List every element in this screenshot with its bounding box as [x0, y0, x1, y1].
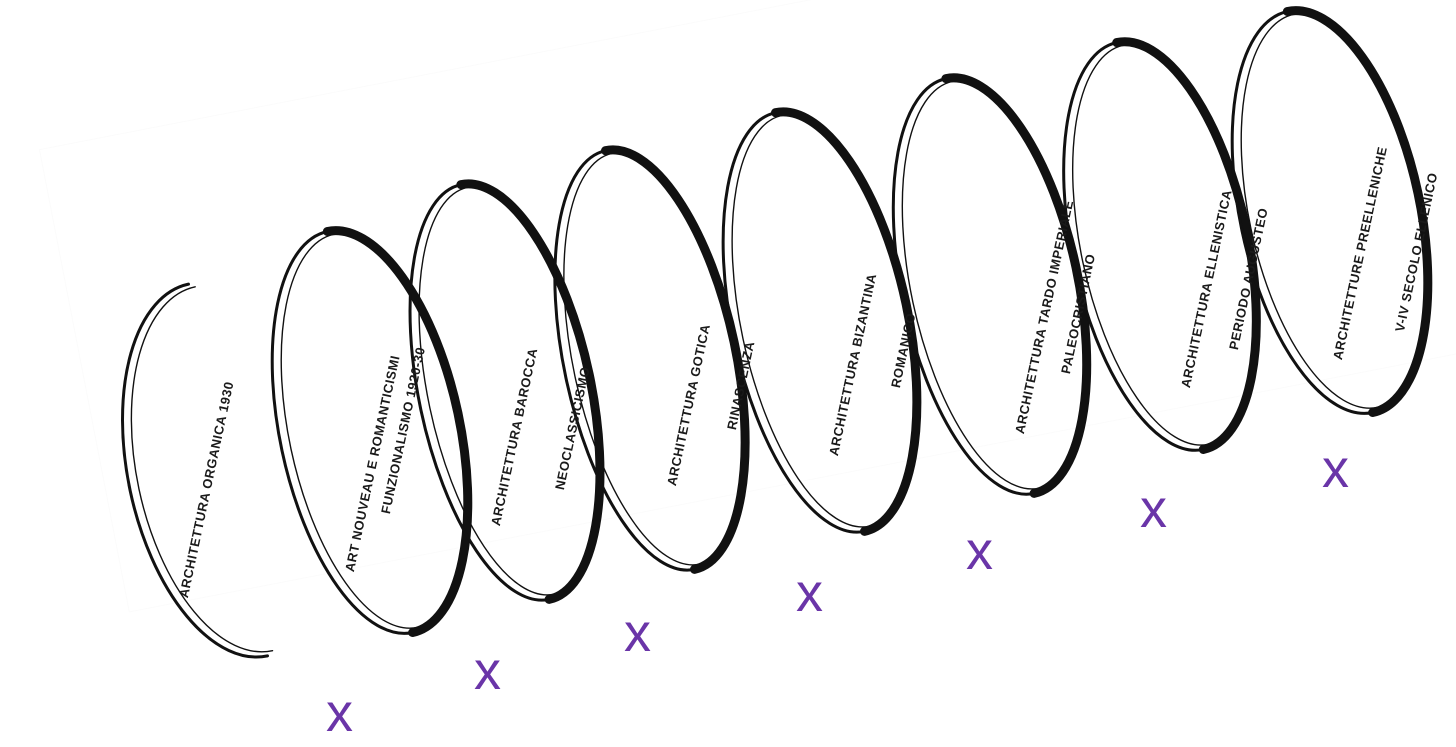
- coil-back-inner-stroke: [1040, 45, 1208, 462]
- x-mark: x: [624, 606, 651, 660]
- coil-back-stroke: [689, 113, 864, 550]
- coil-back-inner-stroke: [100, 287, 272, 671]
- coil-back-inner-stroke: [1209, 14, 1378, 425]
- x-mark: x: [796, 566, 823, 620]
- x-mark: x: [966, 524, 993, 578]
- x-mark: x: [474, 644, 501, 698]
- x-mark: x: [1140, 482, 1167, 536]
- coil-front-stroke: [946, 60, 1120, 493]
- coil-back-inner-stroke: [870, 81, 1039, 506]
- coil-front-stroke: [461, 167, 633, 600]
- coil-back-stroke: [521, 151, 694, 588]
- coil-back-inner-stroke: [699, 115, 869, 543]
- coil-back-stroke: [91, 284, 268, 676]
- x-mark: x: [1322, 442, 1349, 496]
- coil-back-inner-stroke: [531, 153, 699, 581]
- coil-back-stroke: [239, 231, 412, 651]
- coil-back-stroke: [860, 79, 1034, 512]
- x-mark: x: [326, 686, 353, 740]
